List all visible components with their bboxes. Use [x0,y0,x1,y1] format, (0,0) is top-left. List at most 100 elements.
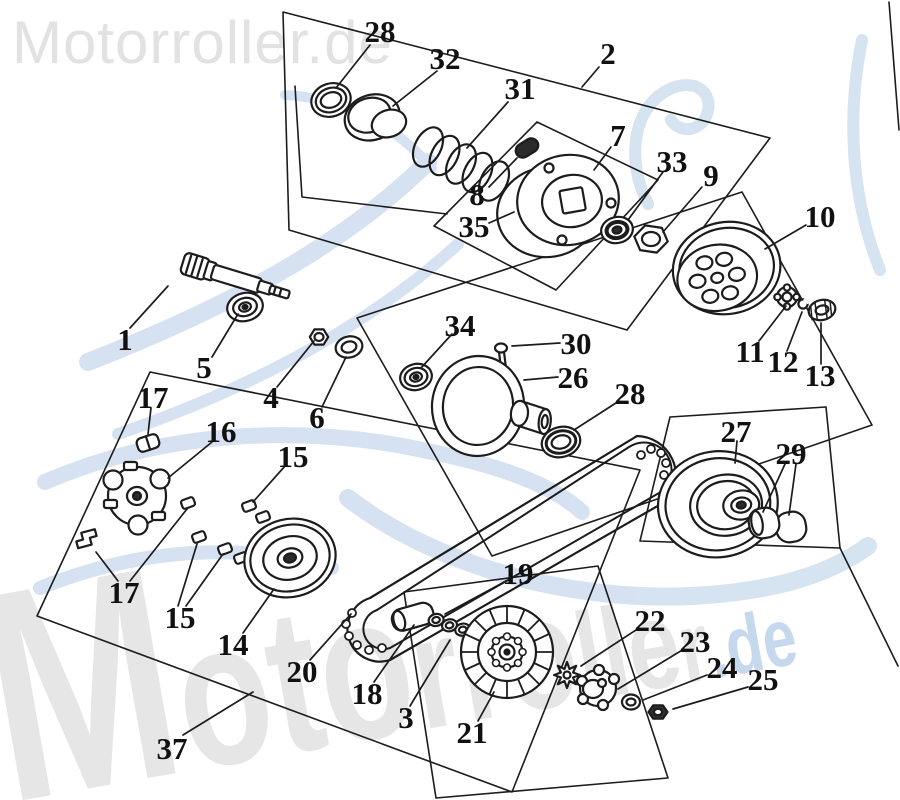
part-22-star-washer [552,660,582,690]
callout-14: 14 [218,627,249,662]
leader-line-16 [167,441,213,479]
group-box-2 [282,11,771,331]
leader-line-1 [129,285,169,329]
leader-line-29 [762,463,786,513]
part-12-circlip [797,298,809,310]
leader-line-21 [477,691,495,722]
leader-line-12 [786,311,803,352]
callout-21: 21 [457,715,488,750]
leader-line-17 [147,407,152,435]
callout-17: 17 [138,380,169,415]
leader-line-31 [466,101,509,149]
leader-line-32 [392,70,438,107]
leader-line-14 [242,588,275,634]
leader-line-28 [573,400,620,431]
leader-line-19 [444,580,507,615]
leader-line-10 [764,224,807,250]
part-26-drive-face [430,342,552,458]
part-17-guide-bracket [75,528,98,550]
callout-37: 37 [157,731,188,766]
part-13-spline-bush [807,298,837,322]
frame-line [839,547,899,667]
part-27-clutch-pulley [656,450,779,559]
callout-17: 17 [109,575,140,610]
part-23-ratchet-gear [575,663,621,712]
group-box-19 [403,565,669,799]
callout-6: 6 [309,400,325,435]
parts [75,82,837,720]
leader-line-37 [182,691,254,736]
part-5-bearing [226,291,264,323]
part-28-seal-right [540,425,582,459]
part-8-roller [514,137,540,159]
callout-4: 4 [263,380,279,415]
part-24-washer [620,693,642,711]
callout-13: 13 [805,358,836,393]
callout-23: 23 [680,624,711,659]
leader-line-3 [409,639,451,707]
callout-1: 1 [117,322,133,357]
leader-line-6 [321,356,347,408]
part-7-clutch-driver [496,137,620,259]
leader-line-28 [335,44,371,89]
callout-29: 29 [776,436,807,471]
leader-line-4 [276,340,315,388]
callout-5: 5 [196,350,212,385]
leader-line-24 [642,674,708,701]
callout-28: 28 [615,376,646,411]
leader-line-22 [580,627,640,667]
leader-line-5 [211,313,239,358]
leader-line-15 [185,553,224,607]
leader-line-7 [593,146,612,171]
group-box-2-inner-edge [294,85,448,215]
leader-line-27 [734,440,738,464]
part-29-rollers [747,506,808,544]
callout-27: 27 [721,414,752,449]
leader-line-11 [758,305,787,342]
part-10-clutch-bell [671,220,782,316]
callout-9: 9 [703,158,719,193]
part-11-castle-washer [773,283,801,311]
callout-8: 8 [469,177,485,212]
callout-24: 24 [707,650,738,685]
callout-22: 22 [635,603,666,638]
wave-stroke [847,34,886,276]
leader-line-26 [523,376,559,381]
callout-15: 15 [278,439,309,474]
part-16-ramp-plate [102,460,171,536]
callout-11: 11 [735,334,764,369]
leader-line-18 [373,624,415,683]
part-31-spring [411,126,511,202]
callout-18: 18 [352,676,383,711]
callout-3: 3 [398,700,414,735]
callout-32: 32 [430,41,461,76]
callout-7: 7 [610,118,626,153]
leader-line-17 [129,508,188,582]
callout-16: 16 [206,414,237,449]
leader-line-23 [617,648,685,690]
part-32-collar [343,93,408,142]
leader-line-29 [788,463,797,516]
watermark-header: Motorroller.de [12,9,393,76]
part-28-oil-seal [310,82,352,118]
callout-20: 20 [287,654,318,689]
callout-15: 15 [165,600,196,635]
wave-stroke [629,79,715,210]
part-9-hex-nut [633,224,669,254]
leader-line-2 [581,66,600,88]
callout-12: 12 [768,344,799,379]
wave-stroke [37,427,590,520]
part-6-washer [334,335,364,359]
leader-line-34 [420,333,453,369]
leader-line-15 [177,543,198,607]
part-25-nut [647,704,669,720]
leader-line-17 [95,551,119,582]
leader-line-25 [672,686,749,710]
callout-34: 34 [445,308,476,343]
callout-26: 26 [558,360,589,395]
callout-19: 19 [503,556,534,591]
wave-stroke [112,238,464,440]
